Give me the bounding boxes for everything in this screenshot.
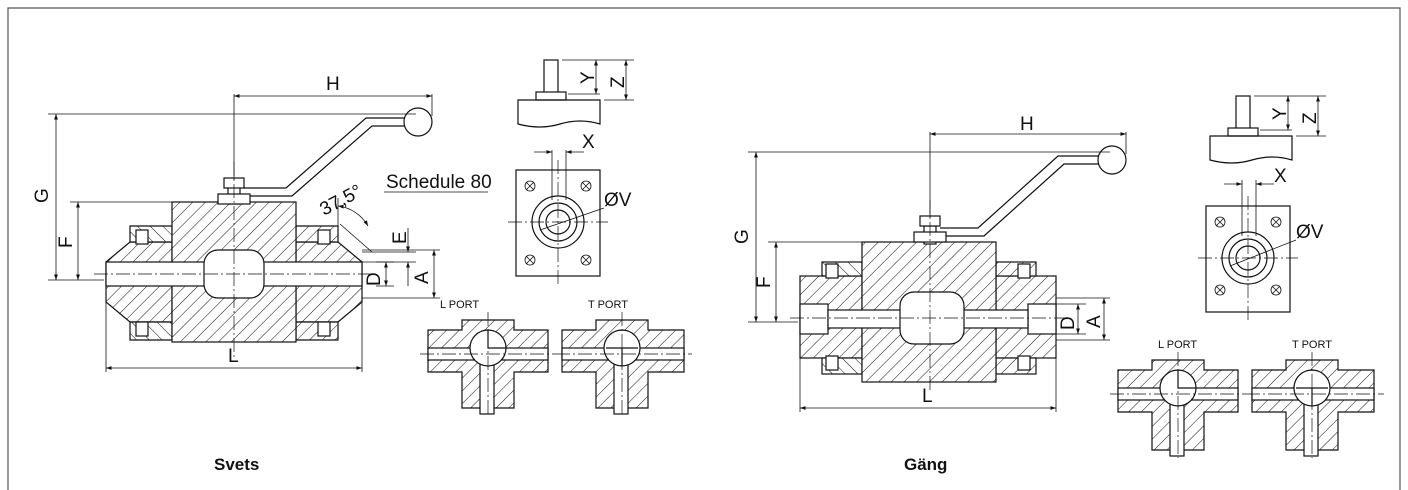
svets-t-port-section: T PORT — [556, 299, 692, 416]
dim-label-f: F — [56, 236, 77, 248]
gang-stem-detail: Y Z — [1209, 95, 1326, 164]
gang-mounting-pad: X ØV — [1198, 166, 1324, 320]
dim-label-d: D — [364, 272, 385, 286]
dim-label-h: H — [326, 74, 340, 95]
svets-caption: Svets — [214, 455, 259, 474]
t-port-label-left: T PORT — [588, 299, 628, 311]
gang-dimensions: H G F L D A — [732, 114, 1127, 412]
svets-l-port-section: L PORT — [420, 299, 556, 416]
dim-label-e: E — [390, 231, 411, 244]
gang-l-port-section: L PORT — [1110, 339, 1246, 458]
gang-caption: Gäng — [904, 455, 947, 474]
t-port-label-right: T PORT — [1292, 339, 1332, 351]
dim-label-z: Z — [608, 76, 629, 88]
dim-label-x-r: X — [1274, 166, 1287, 187]
svets-mounting-pad: X ØV — [508, 132, 632, 284]
dim-label-d-r: D — [1058, 316, 1079, 330]
dim-label-f-r: F — [754, 276, 775, 288]
sheet-frame — [7, 7, 1401, 490]
dim-label-x: X — [582, 132, 595, 153]
dim-label-a-r: A — [1084, 315, 1105, 328]
svets-dimensions: H G F L E D A 37,5° Sch — [32, 74, 492, 372]
svets-stem-detail: Y Z — [517, 59, 634, 128]
schedule-note: Schedule 80 — [386, 172, 492, 193]
dim-label-z-r: Z — [1300, 112, 1321, 124]
dim-label-g-r: G — [732, 229, 753, 244]
dim-label-a: A — [412, 271, 433, 284]
gang-valve-section-view — [790, 145, 1127, 392]
dim-label-l: L — [228, 346, 239, 367]
dim-label-v: ØV — [604, 190, 632, 211]
gang-t-port-section: T PORT — [1246, 339, 1384, 458]
svets-valve-section-view — [94, 107, 433, 360]
l-port-label-right: L PORT — [1158, 339, 1197, 351]
dim-label-l-r: L — [922, 386, 933, 407]
dim-label-v-r: ØV — [1296, 222, 1324, 243]
dim-label-h-r: H — [1020, 114, 1034, 135]
dim-label-g: G — [32, 188, 53, 203]
dim-label-y-r: Y — [1270, 107, 1291, 120]
dim-label-y: Y — [578, 71, 599, 84]
l-port-label-left: L PORT — [440, 299, 479, 311]
